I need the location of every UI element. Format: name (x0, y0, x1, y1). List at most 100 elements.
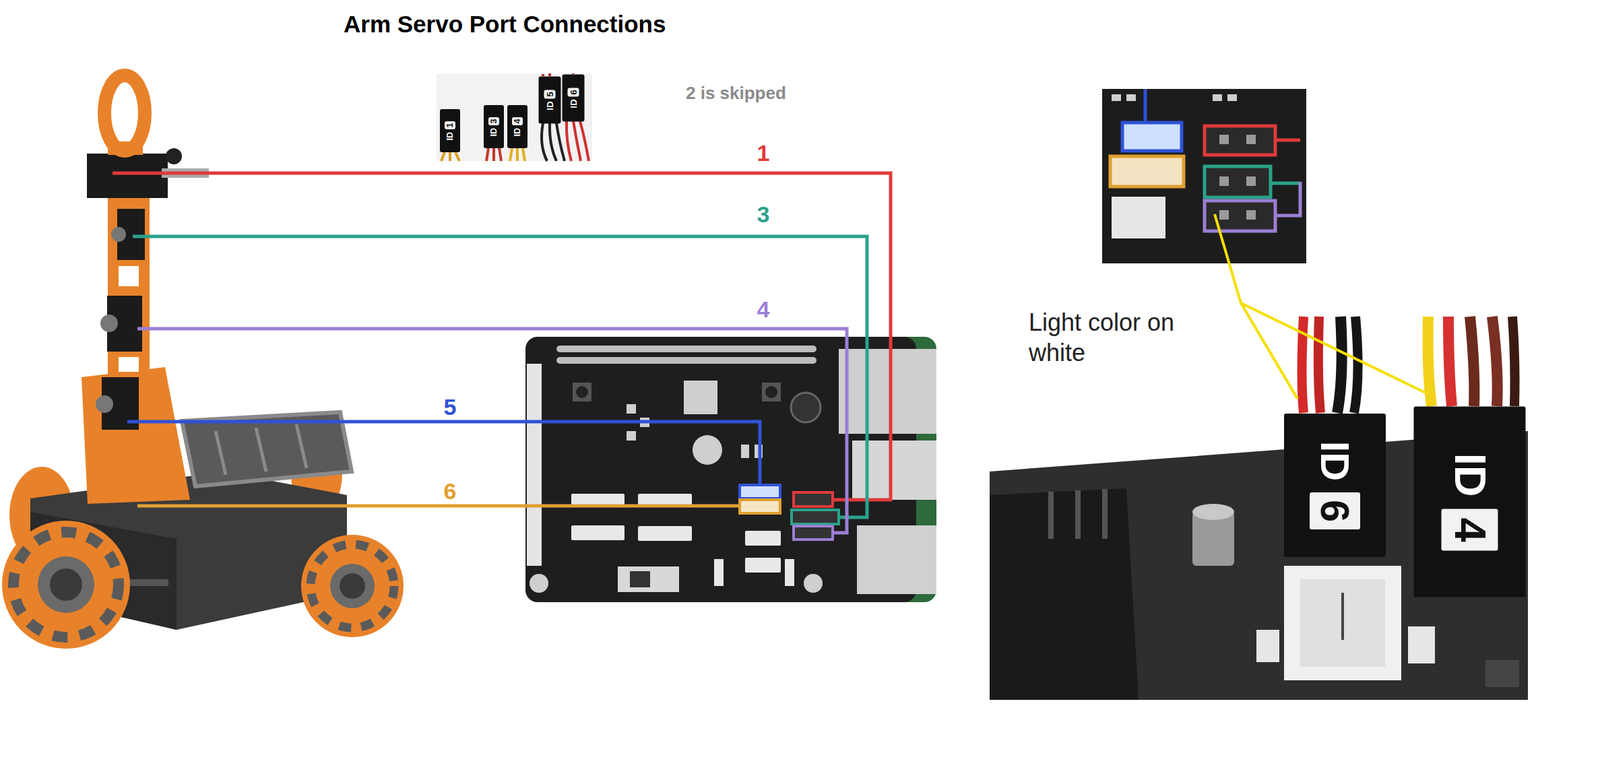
board-inset (1204, 125, 1276, 155)
tag-id: ID (568, 99, 579, 109)
board-photo (1318, 316, 1321, 413)
connector-tag: ID 6 (1284, 413, 1386, 558)
connector-photo (509, 148, 525, 162)
servo-id-number: 6 (1308, 491, 1361, 530)
connector-tag: ID4 (507, 105, 528, 149)
controller-board (793, 492, 833, 507)
controller-board (556, 345, 817, 353)
board-photo (1337, 316, 1342, 413)
robot-illustration (330, 563, 375, 609)
board-inset (1275, 138, 1301, 143)
tag-id: ID (545, 101, 555, 111)
board-photo (1050, 489, 1105, 539)
board-photo (1408, 626, 1435, 664)
board-photo (1428, 316, 1432, 407)
robot-illustration (339, 573, 366, 599)
controller-board (745, 557, 781, 573)
connector-photo (441, 152, 460, 162)
servo-wire (112, 173, 891, 500)
controller-board (626, 431, 636, 441)
servo-wire (132, 236, 868, 518)
controller-board (838, 348, 937, 434)
controller-board (765, 386, 778, 399)
diagram-title: Arm Servo Port Connections (343, 10, 666, 38)
tag-id: ID (489, 128, 499, 137)
board-photo (1192, 503, 1235, 521)
robot-illustration (165, 148, 182, 165)
leader-line (1214, 214, 1427, 399)
callout-number: 5 (443, 392, 457, 422)
board-inset (1270, 181, 1301, 186)
controller-board (525, 336, 937, 603)
board-photo (989, 316, 1528, 700)
controller-board (556, 357, 817, 364)
board-photo (1302, 316, 1305, 413)
controller-board (572, 382, 592, 402)
board-inset (1126, 94, 1136, 102)
servo-id-number: 4 (512, 117, 524, 126)
connector-photo (436, 73, 593, 162)
robot-illustration (81, 367, 190, 504)
note-text: Light color on white (1028, 307, 1238, 368)
controller-board (576, 386, 589, 399)
controller-board (856, 525, 937, 595)
board-photo (989, 488, 1139, 700)
controller-board (741, 444, 750, 459)
callout-number: 1 (757, 138, 771, 168)
leader-line (1240, 303, 1427, 394)
board-inset (1122, 122, 1182, 151)
board-inset (1111, 94, 1237, 102)
controller-board (761, 382, 781, 402)
connector-photo (486, 148, 502, 162)
board-inset (1275, 181, 1301, 216)
controller-board (571, 525, 625, 541)
servo-id-number: 5 (543, 89, 556, 99)
controller-board (626, 404, 636, 414)
connector-tag: ID 3 (483, 105, 504, 149)
controller-board (790, 392, 821, 423)
board-inset (1246, 210, 1256, 220)
tag-id: ID (445, 132, 455, 141)
controller-board (617, 566, 680, 593)
controller-board (852, 440, 937, 500)
tag-id: ID (1314, 440, 1355, 482)
board-photo (1341, 592, 1344, 640)
controller-board (745, 530, 781, 546)
board-inset (1219, 134, 1256, 220)
connector-tag: ID 6 (562, 74, 585, 122)
board-inset (1102, 88, 1307, 264)
robot-illustration (111, 227, 126, 242)
leader-line (1214, 214, 1298, 399)
controller-board (784, 559, 795, 587)
servo-wire (137, 328, 847, 533)
board-inset (1227, 94, 1237, 102)
connector-photo (436, 73, 593, 162)
robot-illustration (49, 568, 83, 601)
robot-illustration (37, 556, 95, 614)
servo-id-number: 3 (488, 117, 500, 126)
callout-number: 3 (757, 200, 771, 230)
board-inset (1212, 94, 1223, 102)
controller-board (637, 526, 692, 541)
board-inset (1111, 196, 1166, 239)
board-inset (1246, 176, 1256, 186)
board-inset (1204, 166, 1271, 198)
robot-illustration (104, 75, 145, 151)
controller-board (692, 435, 723, 465)
servo-wire (127, 421, 760, 486)
board-inset (1219, 134, 1229, 145)
connector-tag: ID4 (1413, 406, 1526, 598)
robot-illustration (107, 141, 143, 155)
connector-tag: ID1 (439, 109, 461, 153)
servo-wire (112, 173, 891, 533)
board-photo (1492, 316, 1498, 407)
board-inset (1102, 88, 1307, 264)
robot-illustration (13, 532, 119, 638)
servo-id-number: 6 (567, 87, 580, 97)
board-inset (1110, 156, 1184, 187)
servo-id-number: 4 (1441, 509, 1497, 551)
robot-illustration (107, 181, 150, 379)
servo-id-number: 1 (444, 121, 457, 131)
board-inset (1143, 88, 1148, 123)
robot-illustration (86, 153, 168, 199)
